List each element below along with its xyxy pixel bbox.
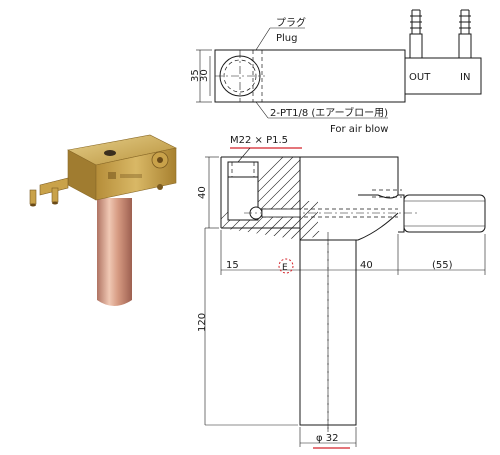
dim-body-height: 40 bbox=[197, 186, 208, 199]
plug-en-label: Plug bbox=[276, 33, 298, 44]
thread-spec-label: M22 × P1.5 bbox=[230, 135, 288, 146]
air-manifold bbox=[404, 57, 482, 95]
out-fitting bbox=[409, 9, 423, 59]
top-view: OUT IN 35 30 プラグ Plug 2-PT1/8 (エアーブロー用) … bbox=[190, 9, 482, 135]
dim-top-inner: 30 bbox=[199, 69, 210, 82]
dim-shaft-length: 120 bbox=[197, 313, 208, 332]
copper-rod bbox=[97, 198, 132, 306]
port-spec-label: 2-PT1/8 (エアーブロー用) bbox=[270, 106, 388, 119]
dim-right-offset: 40 bbox=[360, 260, 373, 271]
dim-shaft-diameter: φ 32 bbox=[316, 433, 339, 444]
plug-jp-label: プラグ bbox=[276, 16, 306, 29]
out-label: OUT bbox=[409, 72, 431, 83]
dim-top-outer: 35 bbox=[190, 69, 201, 82]
air-fitting bbox=[39, 177, 69, 196]
air-blow-label: For air blow bbox=[330, 124, 388, 135]
in-label: IN bbox=[460, 72, 470, 83]
air-pipe-side bbox=[403, 194, 486, 233]
dim-left-offset: 15 bbox=[226, 260, 239, 271]
section-e-label: E bbox=[282, 263, 288, 273]
dim-overhang: (55) bbox=[432, 260, 453, 271]
in-fitting bbox=[458, 9, 472, 59]
body-outline bbox=[221, 156, 399, 195]
section-e-marker bbox=[278, 258, 294, 274]
front-view: M22 × P1.5 bbox=[197, 135, 486, 449]
